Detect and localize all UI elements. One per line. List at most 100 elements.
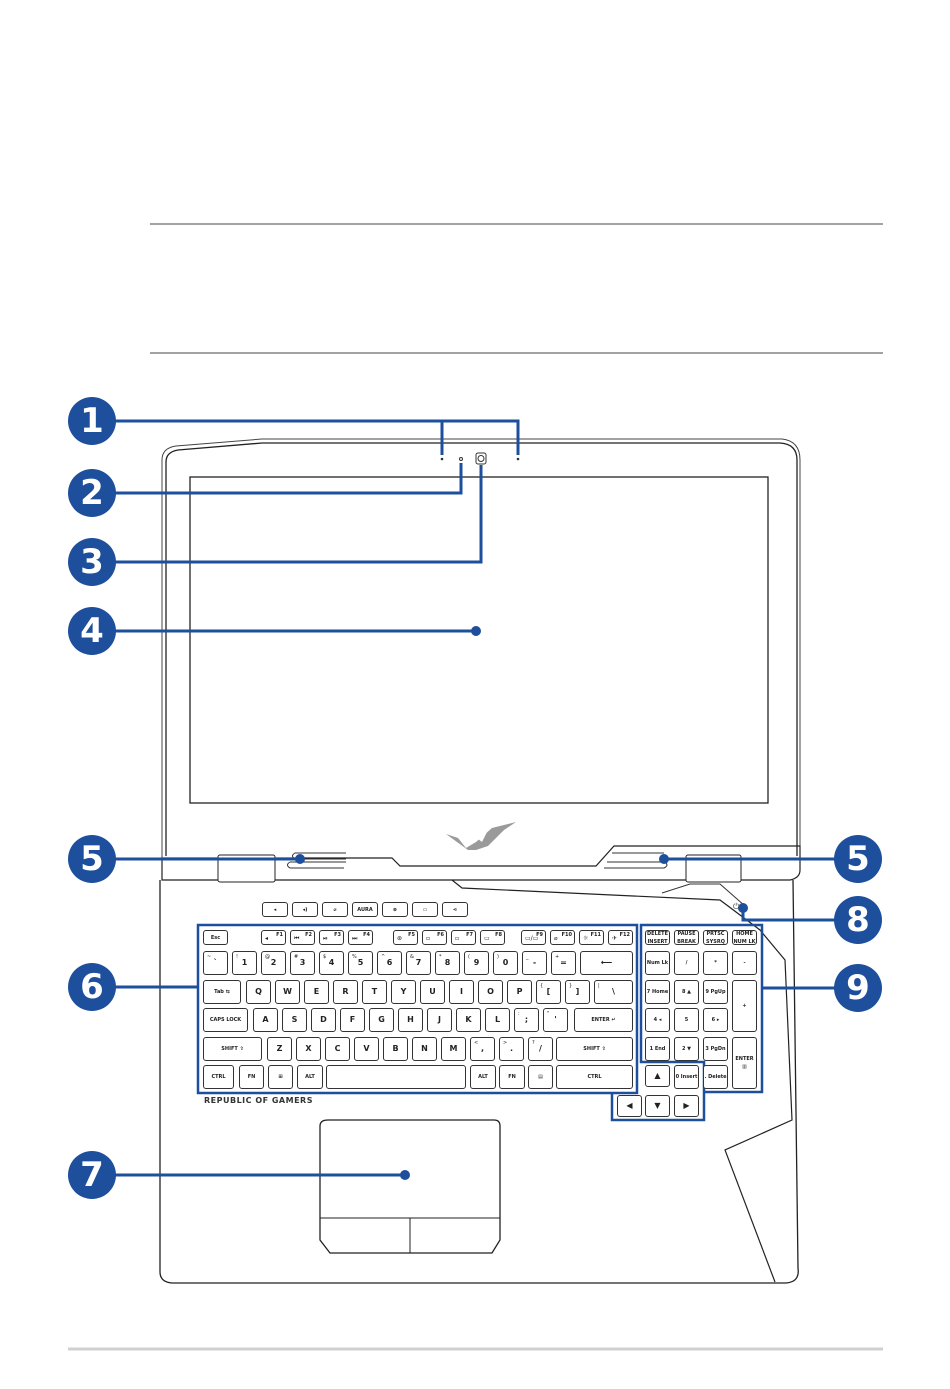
key-2[interactable]: S bbox=[282, 1008, 307, 1032]
key-f1[interactable]: ◂F1 bbox=[261, 930, 286, 945]
key-6[interactable]: ^6 bbox=[377, 951, 402, 975]
key-w[interactable]: W bbox=[275, 980, 300, 1004]
numpad-key[interactable]: + bbox=[732, 980, 757, 1032]
numpad-key[interactable]: 5 bbox=[674, 1008, 699, 1032]
key-5[interactable]: G bbox=[369, 1008, 394, 1032]
key-1[interactable]: Z bbox=[267, 1037, 292, 1061]
key-7[interactable]: M bbox=[441, 1037, 466, 1061]
key-6[interactable]: H bbox=[398, 1008, 423, 1032]
numpad-key[interactable]: 9 PgUp bbox=[703, 980, 728, 1004]
aura-hotkey[interactable]: AURA bbox=[352, 902, 378, 917]
key-8[interactable]: <, bbox=[470, 1037, 495, 1061]
key-f5[interactable]: ⊛F5 bbox=[393, 930, 418, 945]
key-8[interactable]: *8 bbox=[435, 951, 460, 975]
mic-mute-hotkey[interactable]: ⌀ bbox=[322, 902, 348, 917]
key-12[interactable]: += bbox=[551, 951, 576, 975]
key-10[interactable]: ?/ bbox=[528, 1037, 553, 1061]
key-left-alt[interactable]: ALT bbox=[297, 1065, 323, 1089]
key-left-shift[interactable]: SHIFT ⇧ bbox=[203, 1037, 262, 1061]
key-o[interactable]: O bbox=[478, 980, 503, 1004]
volume-up-hotkey[interactable]: ◂) bbox=[292, 902, 318, 917]
key-f6[interactable]: ▫F6 bbox=[422, 930, 447, 945]
key-10[interactable]: :; bbox=[514, 1008, 539, 1032]
numpad-key[interactable]: 2 ▼ bbox=[674, 1037, 699, 1061]
key-7[interactable]: &7 bbox=[406, 951, 431, 975]
numpad-top-key[interactable]: PAUSE BREAK bbox=[674, 930, 699, 945]
key-backslash[interactable]: |\ bbox=[594, 980, 633, 1004]
key-y[interactable]: Y bbox=[391, 980, 416, 1004]
numpad-top-key[interactable]: PRTSC SYSRQ bbox=[703, 930, 728, 945]
key-5[interactable]: %5 bbox=[348, 951, 373, 975]
key-9[interactable]: (9 bbox=[464, 951, 489, 975]
numpad-key[interactable]: ENTER ▥ bbox=[732, 1037, 757, 1089]
key-space[interactable] bbox=[326, 1065, 466, 1089]
key-6[interactable]: N bbox=[412, 1037, 437, 1061]
numpad-key[interactable]: - bbox=[732, 951, 757, 975]
key-backspace[interactable]: ⟵ bbox=[580, 951, 633, 975]
arrow-down-key[interactable]: ▼ bbox=[645, 1095, 670, 1117]
key-8[interactable]: K bbox=[456, 1008, 481, 1032]
key-3[interactable]: C bbox=[325, 1037, 350, 1061]
key-f3[interactable]: ⏯F3 bbox=[319, 930, 344, 945]
key-menu[interactable]: ▤ bbox=[528, 1065, 553, 1089]
key-q[interactable]: Q bbox=[246, 980, 271, 1004]
key-e[interactable]: E bbox=[304, 980, 329, 1004]
key-f10[interactable]: ⌀F10 bbox=[550, 930, 575, 945]
volume-down-hotkey[interactable]: ◂ bbox=[262, 902, 288, 917]
key-right-fn[interactable]: FN bbox=[499, 1065, 525, 1089]
key-9[interactable]: L bbox=[485, 1008, 510, 1032]
key-0[interactable]: ~` bbox=[203, 951, 228, 975]
key-7[interactable]: J bbox=[427, 1008, 452, 1032]
key-[[interactable]: {[ bbox=[536, 980, 561, 1004]
key-tab[interactable]: Tab ⇆ bbox=[203, 980, 241, 1004]
key-3[interactable]: D bbox=[311, 1008, 336, 1032]
key-left-fn[interactable]: FN bbox=[239, 1065, 264, 1089]
arrow-up-key[interactable]: ▲ bbox=[645, 1065, 670, 1087]
key-3[interactable]: #3 bbox=[290, 951, 315, 975]
key-5[interactable]: B bbox=[383, 1037, 408, 1061]
key-t[interactable]: T bbox=[362, 980, 387, 1004]
numpad-key[interactable]: 0 Insert bbox=[674, 1065, 699, 1089]
screen-record-hotkey[interactable]: ▭ bbox=[412, 902, 438, 917]
numpad-key[interactable]: 3 PgDn bbox=[703, 1037, 728, 1061]
numpad-top-key[interactable]: HOME NUM LK bbox=[732, 930, 757, 945]
key-9[interactable]: >. bbox=[499, 1037, 524, 1061]
rog-hotkey[interactable]: ⋖ bbox=[442, 902, 468, 917]
numpad-key[interactable]: 4 ◂ bbox=[645, 1008, 670, 1032]
key-1[interactable]: !1 bbox=[232, 951, 257, 975]
key-4[interactable]: V bbox=[354, 1037, 379, 1061]
numpad-key[interactable]: 7 Home bbox=[645, 980, 670, 1004]
numpad-key[interactable]: 8 ▲ bbox=[674, 980, 699, 1004]
gaming-center-hotkey[interactable]: ⊗ bbox=[382, 902, 408, 917]
key-][interactable]: }] bbox=[565, 980, 590, 1004]
key-f4[interactable]: ⏭F4 bbox=[348, 930, 373, 945]
arrow-right-key[interactable]: ▶ bbox=[674, 1095, 699, 1117]
key-enter[interactable]: ENTER ↵ bbox=[574, 1008, 633, 1032]
key-right-ctrl[interactable]: CTRL bbox=[556, 1065, 633, 1089]
key-windows[interactable]: ⊞ bbox=[268, 1065, 293, 1089]
key-f7[interactable]: ▫F7 bbox=[451, 930, 476, 945]
key-f8[interactable]: ▭F8 bbox=[480, 930, 505, 945]
numpad-key[interactable]: Num Lk bbox=[645, 951, 670, 975]
numpad-key[interactable]: 6 ▸ bbox=[703, 1008, 728, 1032]
key-f2[interactable]: ⏮F2 bbox=[290, 930, 315, 945]
key-2[interactable]: X bbox=[296, 1037, 321, 1061]
key-right-shift[interactable]: SHIFT ⇧ bbox=[556, 1037, 633, 1061]
key-f12[interactable]: ✈F12 bbox=[608, 930, 633, 945]
key-i[interactable]: I bbox=[449, 980, 474, 1004]
numpad-key[interactable]: . Delete bbox=[703, 1065, 728, 1089]
key-left-ctrl[interactable]: CTRL bbox=[203, 1065, 234, 1089]
arrow-left-key[interactable]: ◀ bbox=[617, 1095, 642, 1117]
numpad-key[interactable]: 1 End bbox=[645, 1037, 670, 1061]
key-esc[interactable]: Esc bbox=[203, 930, 228, 945]
key-11[interactable]: "' bbox=[543, 1008, 568, 1032]
numpad-key[interactable]: * bbox=[703, 951, 728, 975]
key-4[interactable]: $4 bbox=[319, 951, 344, 975]
key-caps-lock[interactable]: CAPS LOCK bbox=[203, 1008, 248, 1032]
numpad-key[interactable]: / bbox=[674, 951, 699, 975]
key-2[interactable]: @2 bbox=[261, 951, 286, 975]
key-1[interactable]: A bbox=[253, 1008, 278, 1032]
key-f11[interactable]: ☼F11 bbox=[579, 930, 604, 945]
key-4[interactable]: F bbox=[340, 1008, 365, 1032]
numpad-top-key[interactable]: DELETE INSERT bbox=[645, 930, 670, 945]
